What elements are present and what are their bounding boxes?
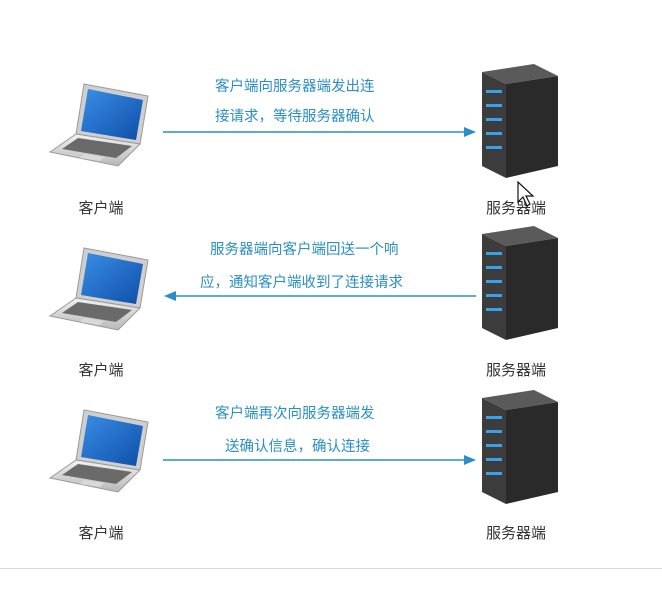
- server-label: 服务器端: [485, 199, 547, 217]
- message-line-1: 服务器端向客户端回送一个响: [210, 242, 399, 258]
- cursor-icon: [517, 181, 535, 207]
- message-line-2: 应，通知客户端收到了连接请求: [200, 275, 403, 291]
- client-label: 客户端: [78, 361, 124, 379]
- laptop-icon: [48, 83, 149, 167]
- server-icon: [482, 64, 558, 178]
- server-icon: [482, 226, 558, 340]
- message-line-1: 客户端再次向服务器端发: [215, 406, 375, 422]
- laptop-icon: [48, 409, 149, 493]
- client-label: 客户端: [78, 199, 124, 217]
- message-line-2: 送确认信息，确认连接: [225, 439, 370, 455]
- client-label: 客户端: [78, 524, 124, 542]
- laptop-icon: [48, 247, 149, 331]
- divider: [0, 568, 662, 569]
- message-line-2: 接请求，等待服务器确认: [215, 109, 375, 125]
- message-line-1: 客户端向服务器端发出连: [215, 79, 375, 95]
- server-label: 服务器端: [485, 524, 547, 542]
- server-icon: [482, 390, 558, 504]
- server-label: 服务器端: [485, 361, 547, 379]
